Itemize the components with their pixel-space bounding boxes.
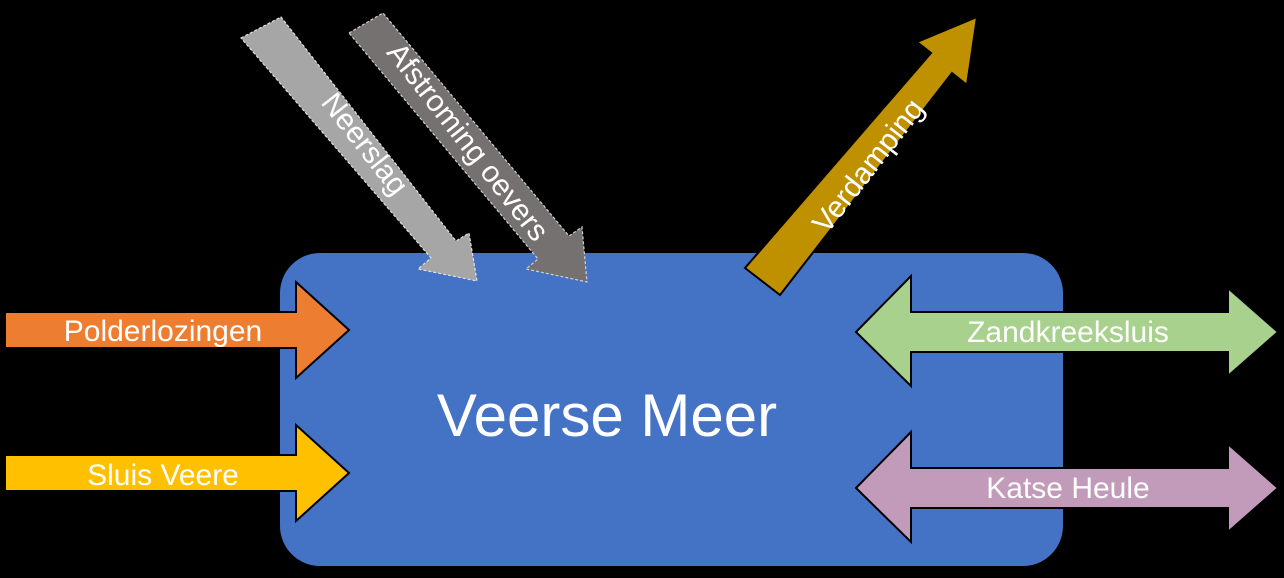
katse-heule-label: Katse Heule — [986, 472, 1149, 505]
polderlozingen-label: Polderlozingen — [64, 315, 262, 348]
sluis-veere-arrow: Sluis Veere — [4, 422, 351, 524]
katse-heule-arrow-shape — [854, 429, 1280, 545]
neerslag-label: Neerslag — [315, 87, 415, 202]
polderlozingen-arrow: Polderlozingen — [4, 279, 351, 381]
polderlozingen-arrow-shape — [4, 279, 351, 381]
sluis-veere-arrow-shape — [4, 422, 351, 524]
zandkreeksluis-label: Zandkreeksluis — [967, 316, 1169, 349]
verdamping-arrow-shape — [743, 15, 979, 297]
neerslag-arrow: Neerslag — [240, 16, 478, 282]
afstroming-arrow-shape — [348, 12, 588, 283]
neerslag-arrow-shape — [240, 16, 478, 282]
verdamping-label: Verdamping — [806, 93, 931, 239]
sluis-veere-label: Sluis Veere — [87, 459, 239, 492]
katse-heule-arrow: Katse Heule — [854, 429, 1280, 545]
zandkreeksluis-arrow-shape — [854, 273, 1280, 389]
zandkreeksluis-arrow: Zandkreeksluis — [854, 273, 1280, 389]
lake-title: Veerse Meer — [437, 382, 777, 449]
